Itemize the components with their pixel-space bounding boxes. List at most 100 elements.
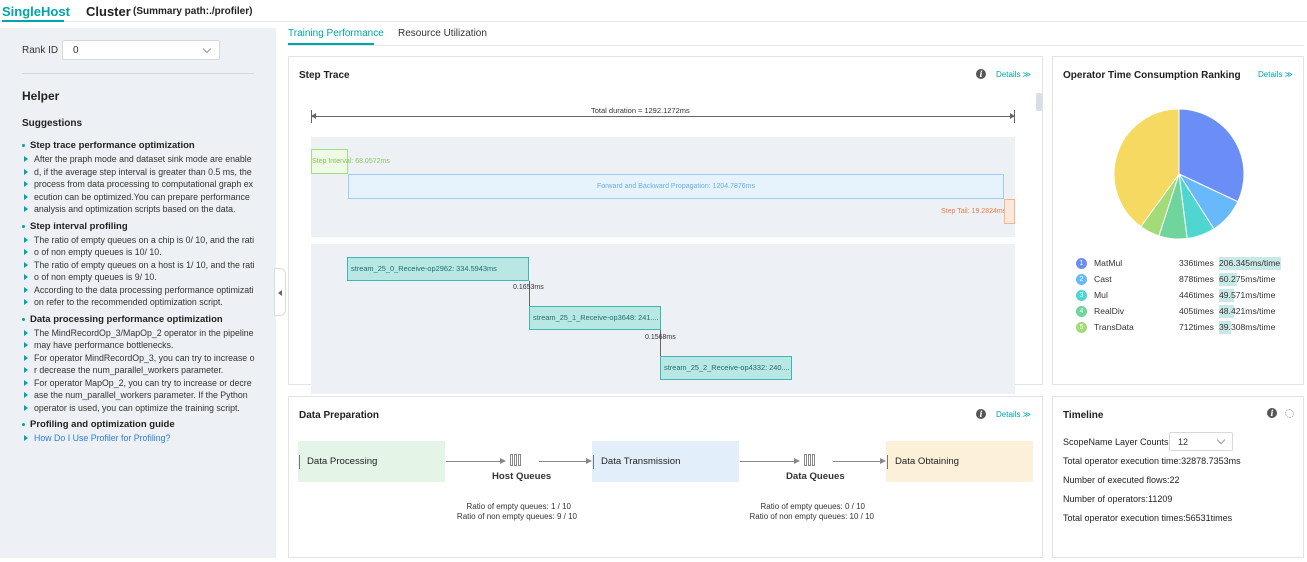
step-trace-title: Step Trace <box>299 70 350 81</box>
tab-training-performance[interactable]: Training Performance <box>288 28 384 39</box>
scope-layer-value: 12 <box>1178 437 1189 447</box>
arrow-right-icon <box>1010 113 1015 119</box>
suggestions-list: Step trace performance optimization Afte… <box>22 139 256 445</box>
suggestion-item: on refer to the recommended optimization… <box>22 296 256 309</box>
stream-bar[interactable]: stream_25_1_Receive-op3648: 241.... <box>529 306 661 330</box>
fp-bp-bar[interactable]: Forward and Backward Propagation: 1204.7… <box>348 174 1004 199</box>
info-icon[interactable]: i <box>976 409 986 419</box>
duration-line <box>311 116 1015 117</box>
suggestion-item: o of non empty queues is 9/ 10. <box>22 271 256 284</box>
suggestion-item: process from data processing to computat… <box>22 178 256 191</box>
scope-layer-label: ScopeName Layer Counts: <box>1063 437 1172 447</box>
suggestion-item: may have performance bottlenecks. <box>22 339 256 352</box>
suggestion-section-title: Step trace performance optimization <box>22 139 256 152</box>
gap-label: 0.1568ms <box>645 334 676 341</box>
total-exec-times: Total operator execution times:56531time… <box>1063 513 1233 523</box>
suggestion-item: r decrease the num_parallel_workers para… <box>22 364 256 377</box>
ranking-details-link[interactable]: Details ≫ <box>1258 70 1294 79</box>
info-icon[interactable]: i <box>1267 408 1277 418</box>
ranking-row: 2 Cast 878times 60.275ms/time <box>1076 273 1306 287</box>
data-preparation-card: Data Preparation i Details ≫ Data Proces… <box>288 396 1043 558</box>
chevron-left-icon <box>278 290 282 296</box>
step-interval-bar[interactable]: Step Interval: 68.0572ms <box>311 149 390 174</box>
suggestions-title: Suggestions <box>22 118 83 129</box>
ranking-row: 5 TransData 712times 39.308ms/time <box>1076 321 1306 335</box>
sidebar-collapse-button[interactable] <box>274 268 286 316</box>
ranking-row: 1 MatMul 336times 206.345ms/time <box>1076 257 1306 271</box>
executed-flows: Number of executed flows:22 <box>1063 475 1180 485</box>
suggestion-item: After the praph mode and dataset sink mo… <box>22 153 256 166</box>
avg-highlight <box>1219 257 1281 270</box>
pie-slice[interactable] <box>1113 108 1180 228</box>
scope-layer-select[interactable]: 12 <box>1169 432 1233 451</box>
tab-bar-border <box>288 45 1304 46</box>
top-bar: SingleHost Cluster (Summary path:./profi… <box>0 0 1307 22</box>
stream-bar[interactable]: stream_25_0_Receive-op2962: 334.5943ms <box>347 257 529 281</box>
operator-times: 712times <box>1179 322 1214 332</box>
operator-avg: 60.275ms/time <box>1219 274 1276 284</box>
tab-single-host[interactable]: SingleHost <box>2 4 70 19</box>
arrow-right-icon <box>500 458 506 464</box>
operator-name: Cast <box>1094 274 1112 284</box>
step-tail-label: Step Tail: 19.2824ms <box>941 208 1007 215</box>
rank-badge: 3 <box>1076 290 1087 301</box>
arrow-right-icon <box>794 458 800 464</box>
operator-times: 405times <box>1179 306 1214 316</box>
operator-times: 878times <box>1179 274 1214 284</box>
profiler-guide-link[interactable]: How Do I Use Profiler for Profiling? <box>22 432 256 445</box>
suggestion-item: analysis and optimization scripts based … <box>22 203 256 216</box>
tab-resource-utilization[interactable]: Resource Utilization <box>398 28 487 39</box>
gear-icon[interactable] <box>1285 409 1294 418</box>
total-exec-time: Total operator execution time:32878.7353… <box>1063 456 1241 466</box>
suggestion-item: operator is used, you can optimize the t… <box>22 402 256 415</box>
operator-count: Number of operators:11209 <box>1063 494 1173 504</box>
ranking-title: Operator Time Consumption Ranking <box>1063 70 1241 81</box>
data-prep-title: Data Preparation <box>299 410 380 421</box>
arrow-line <box>539 461 586 462</box>
total-duration-label: Total duration ≈ 1292.1272ms <box>589 106 692 115</box>
step-tail-bar[interactable] <box>1004 199 1015 224</box>
tab-active-indicator <box>2 20 64 22</box>
data-obtaining-box[interactable]: Data Obtaining <box>886 441 1033 482</box>
step-trace-details-link[interactable]: Details ≫ <box>996 70 1032 79</box>
avg-highlight <box>1219 289 1234 302</box>
stream-bar[interactable]: stream_25_2_Receive-op4332: 240.... <box>660 356 792 380</box>
info-icon[interactable]: i <box>976 69 986 79</box>
rank-badge: 4 <box>1076 306 1087 317</box>
operator-avg: 39.308ms/time <box>1219 322 1276 332</box>
helper-title: Helper <box>22 89 60 103</box>
timeline-title: Timeline <box>1063 410 1104 421</box>
arrow-line <box>446 461 500 462</box>
helper-sidebar: Rank ID 0 Helper Suggestions Step trace … <box>0 28 276 558</box>
data-ratio-empty: Ratio of empty queues: 0 / 10 <box>760 502 865 511</box>
suggestion-item: For operator MapOp_2, you can try to inc… <box>22 377 256 390</box>
operator-avg: 49.571ms/time <box>1219 290 1276 300</box>
host-queues-label: Host Queues <box>492 471 552 482</box>
suggestion-item: According to the data processing perform… <box>22 284 256 297</box>
step-trace-card: Step Trace i Details ≫ Total duration ≈ … <box>288 56 1043 394</box>
suggestion-item: The ratio of empty queues on a host is 1… <box>22 259 256 272</box>
data-transmission-box[interactable]: Data Transmission <box>592 441 739 482</box>
suggestion-item: ase the num_parallel_workers parameter. … <box>22 389 256 402</box>
pie-slice[interactable] <box>1178 108 1245 203</box>
queue-icon <box>510 454 523 466</box>
ranking-row: 4 RealDiv 405times 48.421ms/time <box>1076 305 1306 319</box>
data-ratio-nonempty: Ratio of non empty queues: 10 / 10 <box>749 512 874 521</box>
data-processing-box[interactable]: Data Processing <box>298 441 445 482</box>
suggestion-item: The ratio of empty queues on a chip is 0… <box>22 234 256 247</box>
operator-times: 336times <box>1179 258 1214 268</box>
data-prep-details-link[interactable]: Details ≫ <box>996 410 1032 419</box>
connector <box>660 330 661 356</box>
operator-name: TransData <box>1094 322 1134 332</box>
suggestion-item: The MindRecordOp_3/MapOp_2 operator in t… <box>22 327 256 340</box>
rank-id-select[interactable]: 0 <box>62 40 220 60</box>
scrollbar-thumb[interactable] <box>1036 93 1042 111</box>
tab-cluster[interactable]: Cluster <box>86 4 131 19</box>
rank-id-value: 0 <box>73 45 79 56</box>
operator-name: Mul <box>1094 290 1108 300</box>
suggestion-section-title: Data processing performance optimization <box>22 313 256 326</box>
timeline-card: Timeline i ScopeName Layer Counts: 12 To… <box>1052 396 1304 558</box>
suggestion-item: ecution can be optimized.You can prepare… <box>22 191 256 204</box>
arrow-line <box>740 461 794 462</box>
suggestion-item: d, if the average step interval is great… <box>22 166 256 179</box>
